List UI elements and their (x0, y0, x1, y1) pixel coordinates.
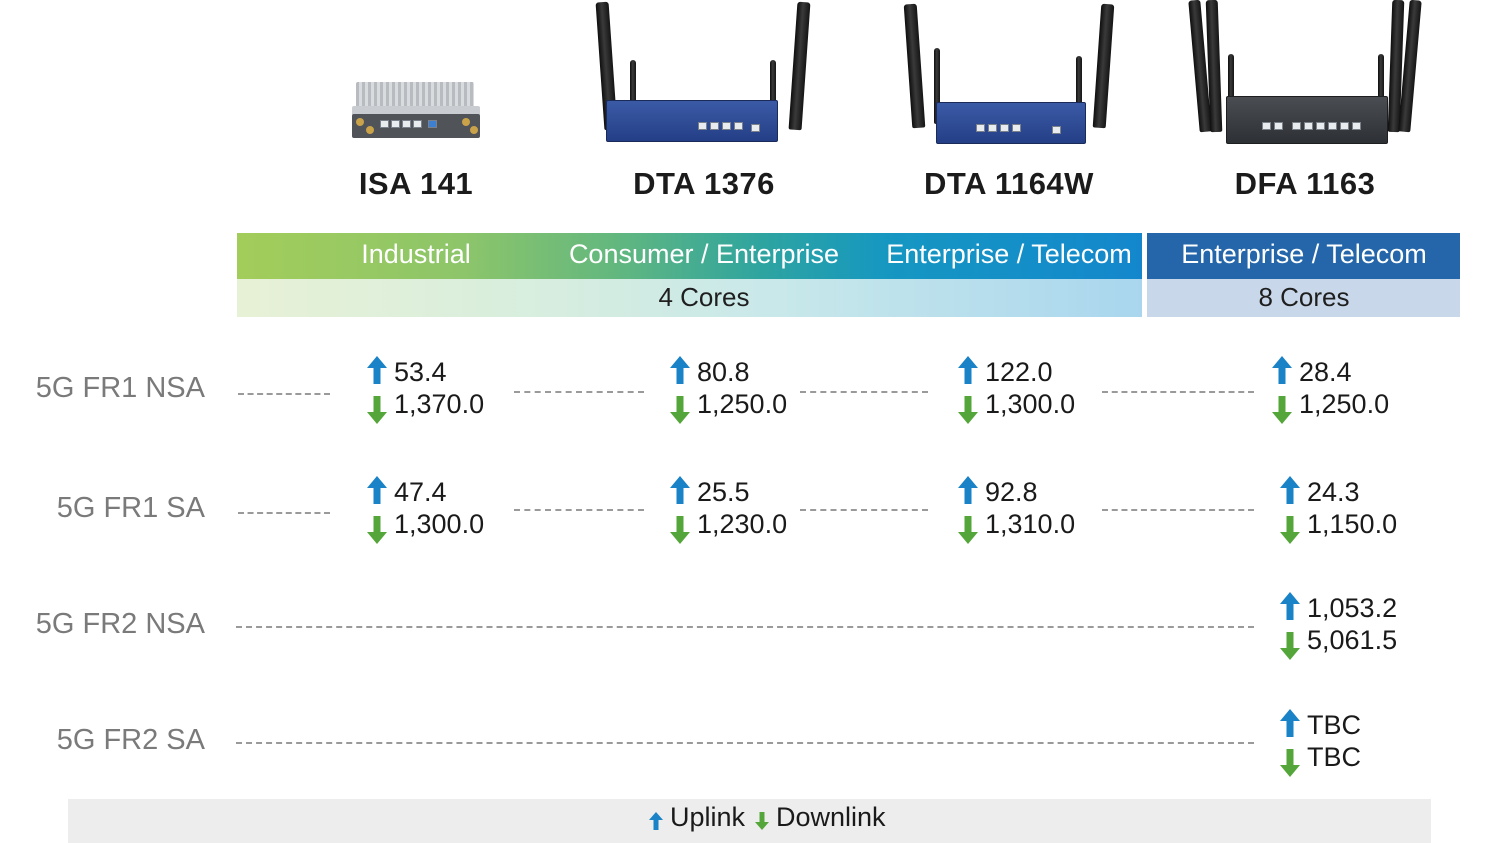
dash-line (514, 391, 644, 393)
uplink-value: 28.4 (1299, 357, 1352, 387)
dash-line (800, 391, 928, 393)
downlink-arrow-icon (367, 396, 387, 424)
segment-label-enterprise-telecom-2: Enterprise / Telecom (1181, 239, 1427, 269)
dta-1376-device-image (595, 1, 811, 144)
downlink-arrow-icon (958, 516, 978, 544)
uplink-arrow-icon (958, 476, 978, 504)
uplink-arrow-icon (670, 476, 690, 504)
cores-banner-4 (237, 279, 1142, 317)
uplink-value: 24.3 (1307, 477, 1360, 507)
uplink-value: 80.8 (697, 357, 750, 387)
uplink-arrow-icon (367, 476, 387, 504)
downlink-arrow-icon (958, 396, 978, 424)
uplink-value: 25.5 (697, 477, 750, 507)
downlink-arrow-icon (670, 516, 690, 544)
uplink-value: 47.4 (394, 477, 447, 507)
uplink-value: 122.0 (985, 357, 1053, 387)
product-name-isa-141: ISA 141 (358, 166, 474, 201)
uplink-arrow-icon (1272, 356, 1292, 384)
legend-bar (68, 799, 1431, 843)
downlink-arrow-icon (367, 516, 387, 544)
product-name-dta-1164w: DTA 1164W (924, 166, 1094, 201)
downlink-arrow-icon (1280, 632, 1300, 660)
downlink-value: 1,370.0 (394, 389, 485, 419)
segment-banner-right (1147, 233, 1460, 279)
dta-1164w-device-image (903, 3, 1116, 146)
uplink-arrow-icon (670, 356, 690, 384)
product-name-dta-1376: DTA 1376 (633, 166, 775, 201)
segment-label-industrial: Industrial (361, 239, 471, 269)
uplink-value: 53.4 (394, 357, 447, 387)
downlink-arrow-icon (1272, 396, 1292, 424)
dash-line (238, 393, 330, 395)
segment-label-consumer-enterprise: Consumer / Enterprise (568, 239, 840, 269)
uplink-arrow-icon (367, 356, 387, 384)
downlink-value: 1,300.0 (394, 509, 485, 539)
downlink-arrow-icon (1280, 749, 1300, 777)
downlink-value: TBC (1307, 742, 1361, 772)
dash-line (514, 509, 644, 511)
downlink-value: 1,250.0 (697, 389, 788, 419)
uplink-legend-icon (649, 812, 663, 830)
downlink-legend-icon (755, 812, 769, 830)
isa-141-device-image (352, 82, 480, 140)
segment-label-enterprise-telecom-1: Enterprise / Telecom (886, 239, 1132, 269)
row-label-fr1-nsa: 5G FR1 NSA (35, 372, 205, 404)
segment-banner-gradient (237, 233, 1142, 279)
downlink-value: 1,230.0 (697, 509, 788, 539)
downlink-arrow-icon (670, 396, 690, 424)
uplink-value: 1,053.2 (1307, 593, 1398, 623)
cores-label-4: 4 Cores (658, 282, 750, 312)
row-label-fr2-nsa: 5G FR2 NSA (35, 608, 205, 640)
uplink-value: 92.8 (985, 477, 1038, 507)
row-label-fr2-sa: 5G FR2 SA (56, 724, 205, 756)
dash-line (800, 509, 928, 511)
downlink-value: 5,061.5 (1307, 625, 1398, 655)
cores-label-8: 8 Cores (1258, 282, 1350, 312)
dash-line (1102, 509, 1254, 511)
downlink-value: 1,300.0 (985, 389, 1076, 419)
uplink-arrow-icon (1280, 476, 1300, 504)
dash-line (236, 742, 1254, 744)
downlink-value: 1,310.0 (985, 509, 1076, 539)
dfa-1163-device-image (1188, 0, 1422, 146)
uplink-arrow-icon (1280, 592, 1300, 620)
uplink-arrow-icon (958, 356, 978, 384)
uplink-value: TBC (1307, 710, 1361, 740)
product-name-dfa-1163: DFA 1163 (1234, 166, 1376, 201)
dash-line (236, 626, 1254, 628)
dash-line (1102, 391, 1254, 393)
downlink-value: 1,150.0 (1307, 509, 1398, 539)
downlink-value: 1,250.0 (1299, 389, 1390, 419)
cores-banner-8 (1147, 279, 1460, 317)
row-label-fr1-sa: 5G FR1 SA (56, 492, 205, 524)
legend-uplink-label: Uplink (670, 802, 746, 832)
downlink-arrow-icon (1280, 516, 1300, 544)
uplink-arrow-icon (1280, 709, 1300, 737)
dash-line (238, 512, 330, 514)
legend-downlink-label: Downlink (776, 802, 886, 832)
